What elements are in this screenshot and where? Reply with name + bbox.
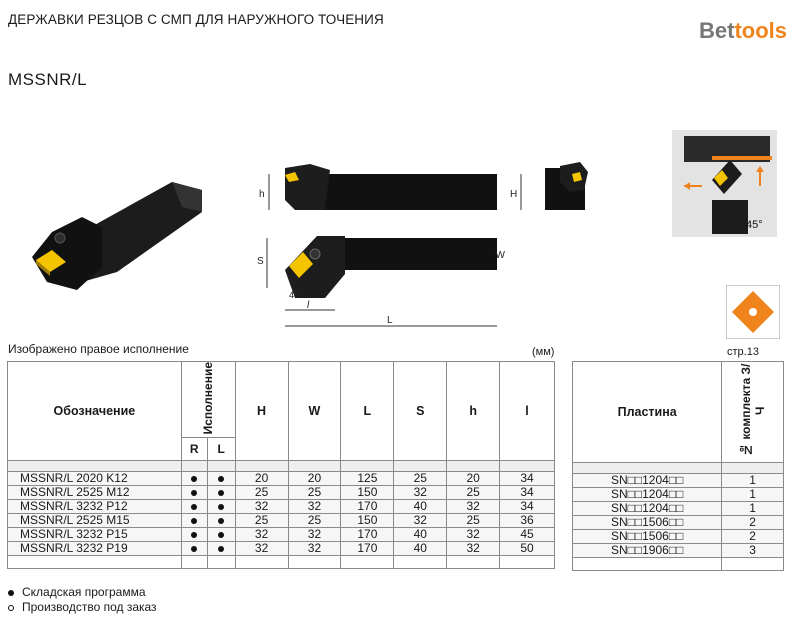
- model-title: MSSNR/L: [8, 70, 88, 89]
- stock-dot-icon: [218, 546, 225, 553]
- table-row: SN□□1204□□1: [571, 473, 784, 488]
- stock-dot-icon: [191, 518, 198, 525]
- logo-part-2: tools: [734, 18, 787, 43]
- table-row: SN□□1204□□1: [571, 501, 784, 516]
- col-version-header: Исполнение: [180, 360, 236, 439]
- col-W-header: W: [287, 360, 342, 462]
- col-l-header: l: [499, 360, 555, 462]
- stock-dot-icon: [218, 532, 225, 539]
- dim-l-label: l: [307, 300, 310, 311]
- stock-dot-icon: [218, 490, 225, 497]
- col-R-header: R: [180, 437, 208, 462]
- insert-icon: [726, 285, 780, 339]
- dim-W-label: W: [496, 250, 505, 261]
- dim-H-label: H: [510, 189, 517, 200]
- legend-order: Производство под заказ: [8, 600, 157, 614]
- table-row: SN□□1906□□3: [571, 543, 784, 558]
- filled-dot-icon: [8, 589, 14, 596]
- col-designation-header: Обозначение: [7, 360, 182, 462]
- insert-table: Пластина № комплекта З/Ч SN□□1204□□1 SN□…: [571, 361, 784, 571]
- dim-S-label: S: [257, 256, 264, 267]
- col-L-header: L: [340, 360, 395, 462]
- tool-holder-3d-image: [32, 182, 202, 290]
- table-row: SN□□1506□□2: [571, 529, 784, 544]
- application-pictogram: 45°: [672, 130, 777, 237]
- col-h-header: h: [446, 360, 501, 462]
- stock-dot-icon: [218, 476, 225, 483]
- legend-stock: Складская программа: [8, 585, 146, 599]
- dim-h-label: h: [259, 189, 265, 200]
- image-note: Изображено правое исполнение: [8, 342, 189, 356]
- top-view-drawing: S W 45° l L: [257, 236, 505, 327]
- col-H-header: H: [234, 360, 289, 462]
- corner-angle-label: 45°: [746, 219, 763, 231]
- dim-L-label: L: [387, 315, 393, 326]
- table-row: SN□□1204□□1: [571, 487, 784, 502]
- stock-dot-icon: [218, 518, 225, 525]
- col-set-header: № комплекта З/Ч: [721, 361, 784, 463]
- page-title: ДЕРЖАВКИ РЕЗЦОВ С СМП ДЛЯ НАРУЖНОГО ТОЧЕ…: [8, 12, 384, 27]
- stock-dot-icon: [191, 490, 198, 497]
- side-view-drawing: h H: [259, 164, 522, 210]
- spec-table: Обозначение Исполнение H W L S h l R L M…: [7, 360, 555, 570]
- hollow-dot-icon: [8, 604, 14, 611]
- col-L-version-header: L: [206, 437, 236, 462]
- end-view-drawing: [545, 162, 588, 210]
- stock-dot-icon: [218, 504, 225, 511]
- insert-page-ref[interactable]: стр.13: [727, 346, 759, 358]
- col-insert-header: Пластина: [571, 361, 723, 463]
- brand-logo: Bettools: [699, 18, 787, 44]
- table-row: SN□□1506□□2: [571, 515, 784, 530]
- logo-part-1: Bet: [698, 18, 735, 43]
- stock-dot-icon: [191, 476, 198, 483]
- stock-dot-icon: [191, 546, 198, 553]
- col-S-header: S: [393, 360, 448, 462]
- angle-label: 45°: [289, 290, 303, 300]
- stock-dot-icon: [191, 532, 198, 539]
- stock-dot-icon: [191, 504, 198, 511]
- units-label: (мм): [532, 346, 555, 358]
